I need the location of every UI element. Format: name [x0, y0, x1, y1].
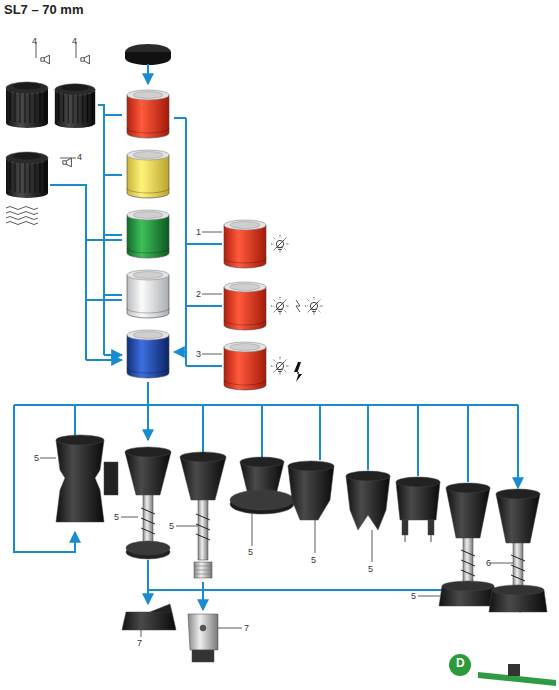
- optional-light-modules-part: [271, 235, 289, 253]
- mounting-bases-part: [194, 562, 212, 578]
- optional-light-modules-part: [202, 232, 222, 354]
- callout-number: 5: [368, 564, 373, 574]
- mounting-bases-part: [496, 489, 540, 499]
- callout-number: 4: [77, 152, 82, 162]
- optional-light-modules-part: [224, 282, 266, 330]
- connection-arrows-part: [202, 582, 204, 610]
- mounting-bases-part: [230, 490, 294, 510]
- callout-number: 7: [244, 623, 249, 633]
- optional-light-modules-part: [296, 300, 300, 312]
- mounting-bases-part: [150, 604, 172, 612]
- callout-number: 5: [34, 453, 39, 463]
- mounting-bases-part: [461, 550, 475, 576]
- horn-modules-part: [6, 207, 38, 225]
- connection-arrows-part: [186, 118, 222, 366]
- mounting-bases-part: [125, 447, 171, 457]
- mounting-bases-part: [200, 625, 206, 631]
- callout-number: 5: [248, 547, 253, 557]
- horn-modules-part: [6, 82, 48, 128]
- callout-number: 2: [196, 289, 201, 299]
- mounting-bases-part: [446, 488, 490, 538]
- signal-tower-column-part: [127, 210, 169, 258]
- signal-tower-column-part: [125, 52, 171, 65]
- connection-arrows-part: [98, 105, 104, 355]
- callout-number: 5: [411, 591, 416, 601]
- mounting-bases-part: [56, 440, 104, 522]
- connection-arrows-part: [147, 64, 149, 84]
- horn-modules-part: [55, 84, 95, 128]
- horn-modules-part: [63, 158, 72, 167]
- optional-light-modules-part: [305, 297, 323, 315]
- horn-modules-part: [6, 152, 48, 198]
- mounting-bases-part: [446, 483, 490, 493]
- mounting-bases-part: [104, 462, 118, 495]
- optional-light-modules-part: [224, 342, 266, 390]
- connection-arrows-part: [147, 590, 149, 604]
- connection-arrows-part: [104, 115, 122, 355]
- mounting-bases-part: [496, 494, 540, 543]
- mounting-bases-part: [346, 476, 390, 530]
- mounting-bases-part: [346, 471, 390, 481]
- diagram-title: SL7 – 70 mm: [4, 2, 84, 17]
- callout-number: 5: [114, 512, 119, 522]
- callout-number: 7: [137, 638, 142, 648]
- signal-tower-column: [125, 44, 171, 378]
- signal-tower-column-part: [127, 90, 169, 138]
- mounting-bases-part: [192, 650, 214, 662]
- mounting-bases-part: [288, 461, 334, 471]
- callout-number: 1: [196, 227, 201, 237]
- mounting-bases-part: [402, 520, 434, 535]
- connection-arrows-part: [86, 240, 122, 360]
- horn-modules-part: [81, 55, 90, 64]
- protection-logo-part: [508, 664, 520, 676]
- connection-arrows-part: [147, 382, 149, 440]
- connection-arrows-part: [14, 404, 518, 406]
- callout-number: 4: [32, 36, 37, 46]
- mounting-bases-part: [492, 585, 544, 595]
- mounting-bases-part: [396, 482, 440, 520]
- mounting-bases-part: [122, 612, 176, 630]
- callout-number: 4: [72, 36, 77, 46]
- mounting-bases-part: [180, 452, 226, 462]
- horn-modules: [6, 42, 95, 225]
- callout-number: 6: [486, 558, 491, 568]
- mounting-bases-part: [56, 435, 104, 445]
- mounting-bases-part: [40, 458, 513, 637]
- mounting-bases-part: [188, 614, 218, 650]
- protection-logo: [449, 654, 556, 686]
- horn-modules-part: [36, 42, 76, 158]
- signal-tower-column-part: [127, 330, 169, 378]
- mounting-bases-part: [141, 508, 155, 534]
- logo-letter: D: [456, 658, 465, 668]
- callout-number: 3: [196, 349, 201, 359]
- connection-arrows: [14, 64, 520, 612]
- protection-logo-part: [449, 654, 471, 676]
- connection-arrows-part: [174, 118, 186, 352]
- mounting-bases-part: [125, 452, 171, 495]
- mounting-bases-part: [240, 457, 284, 467]
- optional-light-modules-part: [271, 357, 289, 375]
- horn-modules-part: [41, 55, 50, 64]
- mounting-bases-part: [405, 535, 431, 542]
- callout-number: 5: [311, 555, 316, 565]
- signal-tower-column-part: [127, 150, 169, 198]
- optional-light-modules-part: [224, 220, 266, 268]
- connection-arrows-part: [50, 185, 86, 360]
- mounting-bases-part: [288, 466, 334, 520]
- mounting-bases-part: [396, 477, 440, 487]
- optional-light-modules-part: [271, 297, 289, 315]
- mounting-bases-part: [126, 541, 170, 555]
- mounting-bases-part: [180, 457, 226, 500]
- mounting-bases-part: [198, 500, 208, 560]
- mounting-bases-part: [442, 581, 494, 591]
- mounting-bases-part: [196, 514, 210, 540]
- optional-light-modules-part: [294, 362, 302, 382]
- signal-tower-column-part: [127, 270, 169, 318]
- mounting-bases-part: [194, 566, 212, 574]
- mounting-bases-part: [511, 555, 525, 581]
- callout-number: 5: [169, 521, 174, 531]
- mounting-bases: [40, 435, 547, 662]
